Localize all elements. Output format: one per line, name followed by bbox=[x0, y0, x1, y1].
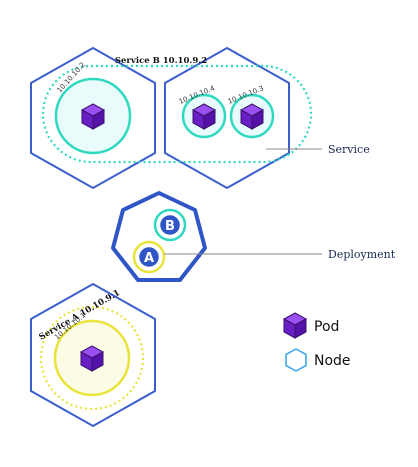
deployment-heptagon bbox=[111, 191, 207, 282]
deployment-badge-a-letter: A bbox=[144, 251, 154, 266]
legend-pod-label: Pod bbox=[314, 319, 339, 335]
service-b-label: Service B 10.10.9.2 bbox=[115, 56, 207, 66]
service-callout-label: Service bbox=[328, 143, 370, 156]
legend-node-label: Node bbox=[314, 353, 351, 369]
node-hexagon-2 bbox=[164, 46, 290, 190]
deployment-badge-b-letter: B bbox=[165, 219, 175, 234]
pod-cube-icon bbox=[81, 103, 105, 130]
pod-cube-icon bbox=[192, 103, 216, 130]
service-b-boundary bbox=[41, 64, 313, 164]
cube-icon bbox=[283, 312, 307, 339]
hexagon-icon bbox=[285, 348, 307, 372]
pod-cube-icon bbox=[240, 103, 264, 130]
node-hexagon-1 bbox=[30, 46, 156, 190]
service-a-boundary bbox=[39, 305, 145, 411]
deployment-badge-a bbox=[137, 245, 161, 269]
legend: Pod Node bbox=[283, 312, 351, 372]
deployment-badge-b bbox=[158, 213, 182, 237]
pod-cube-icon bbox=[80, 345, 104, 372]
deployment-callout-label: Deployment bbox=[328, 248, 396, 261]
node-hexagon-3 bbox=[30, 282, 156, 428]
